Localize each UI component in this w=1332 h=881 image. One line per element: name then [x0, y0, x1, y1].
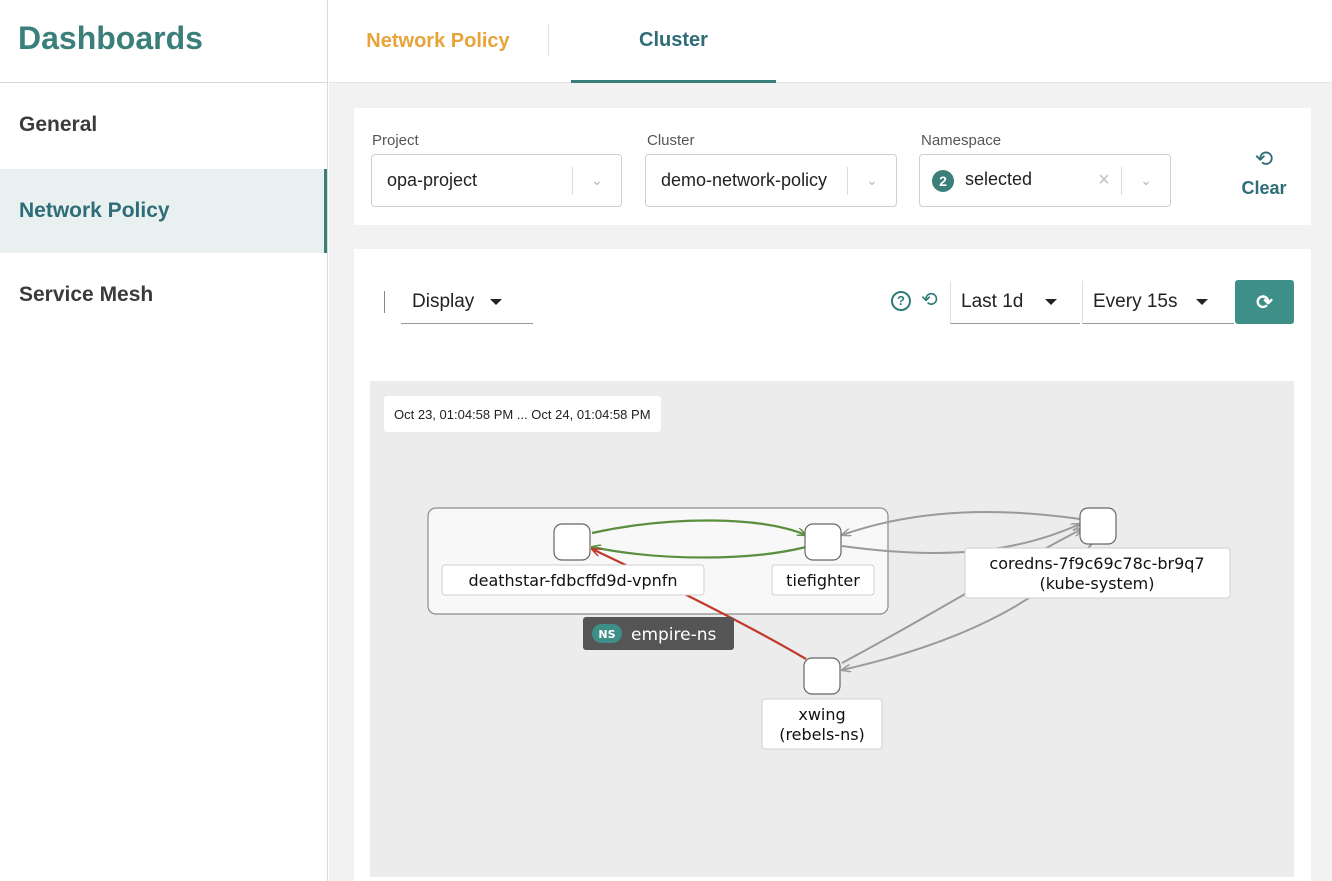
display-dropdown-label: Display — [412, 291, 475, 312]
xwing-label: xwing — [798, 705, 845, 724]
sidebar-item-general[interactable]: General — [19, 113, 98, 136]
tab-network-policy[interactable]: Network Policy — [366, 30, 510, 52]
tiefighter-label: tiefighter — [786, 571, 860, 590]
network-graph[interactable]: Oct 23, 01:04:58 PM ... Oct 24, 01:04:58… — [370, 381, 1294, 877]
close-icon[interactable]: × — [1098, 169, 1110, 191]
sidebar: Dashboards General Network Policy Servic… — [0, 0, 328, 881]
top-tabs: Network Policy Cluster — [329, 0, 1332, 83]
edge-coredns-to-tiefighter[interactable] — [842, 511, 1081, 535]
xwing-namespace-label: (rebels-ns) — [779, 725, 865, 744]
history-icon[interactable]: ⟲ — [921, 289, 938, 311]
edge-tiefighter-to-deathstar[interactable] — [592, 547, 807, 559]
cluster-select[interactable]: demo-network-policy ⌄ — [645, 154, 897, 207]
node-xwing[interactable] — [803, 657, 841, 695]
clear-button[interactable]: ⟲ Clear — [1234, 146, 1294, 199]
project-value: opa-project — [387, 170, 478, 190]
deathstar-label: deathstar-fdbcffd9d-vpnfn — [468, 571, 677, 590]
namespace-value: 2 selected — [920, 169, 1087, 192]
time-range-dropdown[interactable]: Last 1d — [950, 281, 1080, 324]
namespace-label: Namespace — [921, 132, 1002, 149]
sidebar-item-service-mesh[interactable]: Service Mesh — [19, 283, 154, 306]
chevron-down-icon[interactable]: ⌄ — [591, 172, 603, 188]
deathstar-label-box — [441, 564, 705, 596]
node-tiefighter[interactable] — [804, 523, 842, 561]
time-range-value: Last 1d — [961, 291, 1024, 312]
tiefighter-label-box — [771, 564, 875, 596]
graph-time-range: Oct 23, 01:04:58 PM ... Oct 24, 01:04:58… — [384, 396, 661, 432]
refresh-button[interactable]: ⟳ — [1235, 280, 1294, 324]
namespace-tag[interactable] — [583, 617, 734, 650]
clear-button-label: Clear — [1241, 178, 1287, 198]
refresh-interval-dropdown[interactable]: Every 15s — [1082, 281, 1234, 324]
refresh-icon: ⟳ — [1256, 291, 1273, 314]
xwing-label-box — [761, 698, 883, 750]
cluster-value: demo-network-policy — [661, 170, 828, 190]
sidebar-title: Dashboards — [0, 0, 327, 83]
caret-down-icon — [1196, 299, 1209, 305]
select-separator — [572, 166, 573, 195]
select-separator — [1121, 166, 1122, 195]
project-select[interactable]: opa-project ⌄ — [371, 154, 622, 207]
graph-canvas[interactable]: deathstar-fdbcffd9d-vpnfn tiefighter cor… — [370, 381, 1294, 877]
help-circle-icon[interactable]: ? — [891, 291, 911, 311]
filter-bar: Project opa-project ⌄ Cluster demo-netwo… — [354, 108, 1311, 225]
chevron-down-icon[interactable]: ⌄ — [1140, 172, 1152, 188]
select-separator — [847, 166, 848, 195]
cluster-label: Cluster — [647, 132, 695, 149]
chevron-down-icon[interactable]: ⌄ — [866, 172, 878, 188]
toolbar-divider — [384, 291, 385, 313]
sidebar-item-network-policy[interactable]: Network Policy — [0, 169, 327, 253]
edge-deathstar-to-tiefighter[interactable] — [591, 519, 806, 535]
coredns-namespace-label: (kube-system) — [1039, 574, 1154, 593]
caret-down-icon — [1045, 299, 1058, 305]
namespace-tag-badge-text: NS — [598, 628, 615, 641]
display-dropdown[interactable]: Display — [401, 281, 533, 324]
node-coredns[interactable] — [1079, 507, 1117, 545]
graph-panel: Display ? ⟲ Last 1d Every 15s ⟳ Oct 23, … — [354, 249, 1311, 881]
refresh-interval-value: Every 15s — [1093, 291, 1178, 312]
tab-divider — [548, 24, 549, 56]
edge-xwing-to-deathstar[interactable] — [592, 549, 807, 660]
node-deathstar[interactable] — [553, 523, 591, 561]
namespace-selected-text: selected — [965, 169, 1033, 190]
caret-down-icon — [490, 299, 503, 305]
project-label: Project — [372, 132, 419, 149]
main-content: Project opa-project ⌄ Cluster demo-netwo… — [329, 83, 1332, 881]
namespace-tag-badge — [592, 624, 622, 643]
namespace-select[interactable]: 2 selected × ⌄ — [919, 154, 1171, 207]
coredns-label: coredns-7f9c69c78c-br9q7 — [989, 554, 1204, 573]
namespace-tag-label: empire-ns — [631, 625, 717, 645]
tab-cluster[interactable]: Cluster — [571, 0, 776, 83]
namespace-count-badge: 2 — [932, 169, 954, 192]
reset-icon: ⟲ — [1254, 146, 1274, 171]
coredns-label-box — [964, 547, 1231, 599]
